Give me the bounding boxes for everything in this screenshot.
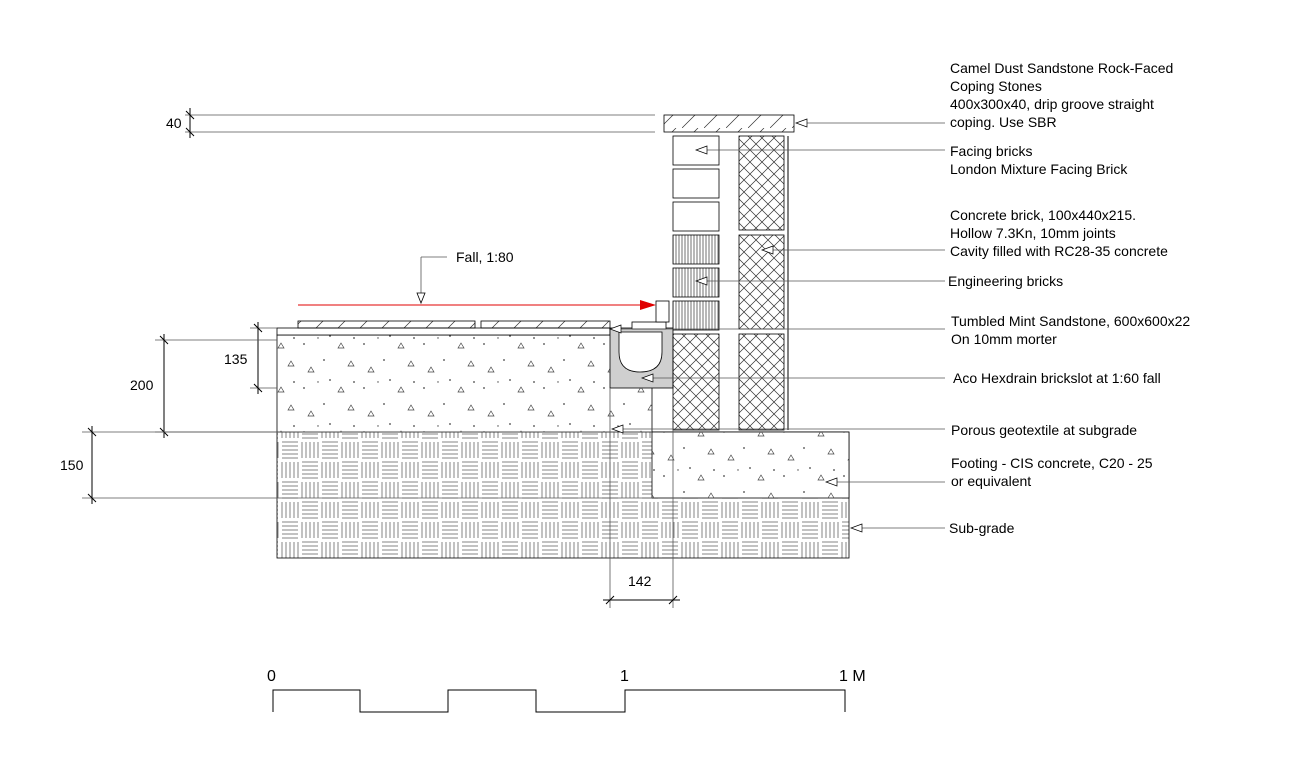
coping-dimension-value: 40 [166, 115, 182, 131]
scale-bar: 0 1 1 M [267, 668, 866, 713]
annotation-coping: Camel Dust Sandstone Rock-Faced Coping S… [950, 60, 1173, 130]
annotation-subgrade: Sub-grade [949, 520, 1015, 536]
annotation-facing-bricks: Facing bricks London Mixture Facing Bric… [950, 143, 1128, 177]
subgrade-depth-value: 150 [60, 457, 84, 473]
dimension-subgrade-depth: 150 [60, 426, 652, 504]
dimension-coping: 40 [166, 108, 655, 138]
annotation-line: Camel Dust Sandstone Rock-Faced [950, 60, 1173, 76]
paving-depth-value: 135 [224, 351, 248, 367]
annotation-line: Concrete brick, 100x440x215. [950, 207, 1136, 223]
fall-indicator: Fall, 1:80 [298, 249, 656, 310]
annotation-line: Aco Hexdrain brickslot at 1:60 fall [953, 370, 1161, 386]
wall-inner-leaf [738, 135, 789, 431]
annotation-drain: Aco Hexdrain brickslot at 1:60 fall [953, 370, 1161, 386]
annotation-line: Hollow 7.3Kn, 10mm joints [950, 225, 1116, 241]
annotation-line: Engineering bricks [948, 273, 1063, 289]
annotation-line: Cavity filled with RC28-35 concrete [950, 243, 1168, 259]
annotation-line: 400x300x40, drip groove straight [950, 96, 1154, 112]
annotation-engineering-bricks: Engineering bricks [948, 273, 1063, 289]
annotation-footing: Footing - CIS concrete, C20 - 25 or equi… [951, 455, 1153, 489]
annotation-line: coping. Use SBR [950, 114, 1057, 130]
annotation-line: Coping Stones [950, 78, 1042, 94]
annotation-line: On 10mm morter [951, 331, 1057, 347]
leader-lines [608, 118, 945, 533]
dimension-base-depth: 200 [130, 334, 277, 438]
dimension-drain-width: 142 [603, 388, 680, 608]
annotation-line: Sub-grade [949, 520, 1015, 536]
paving-slabs [276, 320, 611, 336]
annotation-line: Facing bricks [950, 143, 1032, 159]
wall-outer-leaf [663, 114, 795, 431]
annotation-line: Tumbled Mint Sandstone, 600x600x22 [951, 313, 1190, 329]
annotation-line: or equivalent [951, 473, 1031, 489]
annotation-line: London Mixture Facing Brick [950, 161, 1128, 177]
base-depth-value: 200 [130, 377, 154, 393]
annotation-geotextile: Porous geotextile at subgrade [951, 422, 1137, 438]
dimension-paving-depth: 135 [224, 322, 277, 394]
drain-width-value: 142 [628, 573, 652, 589]
scale-label-one: 1 [620, 668, 629, 685]
aco-drain-channel [609, 300, 674, 389]
annotation-line: Porous geotextile at subgrade [951, 422, 1137, 438]
annotation-paving: Tumbled Mint Sandstone, 600x600x22 On 10… [951, 313, 1190, 347]
fall-label: Fall, 1:80 [456, 249, 514, 265]
annotation-concrete-brick: Concrete brick, 100x440x215. Hollow 7.3K… [950, 207, 1168, 259]
scale-label-zero: 0 [267, 668, 276, 685]
annotation-line: Footing - CIS concrete, C20 - 25 [951, 455, 1153, 471]
scale-label-one-metre: 1 M [839, 668, 866, 685]
